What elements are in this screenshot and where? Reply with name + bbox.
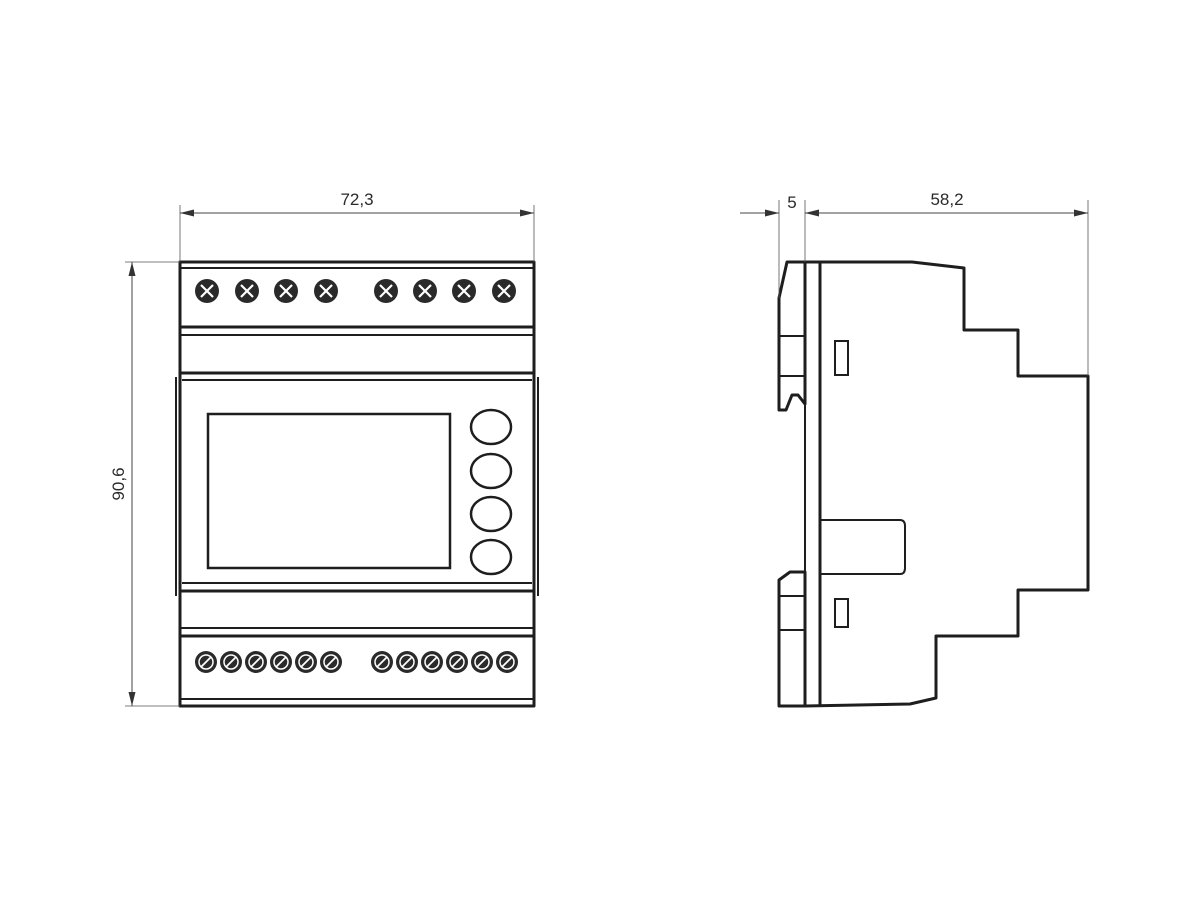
front-width-label: 72,3 [340, 190, 373, 209]
bottom-screw-terminal [471, 651, 493, 673]
front-height-label: 90,6 [109, 467, 128, 500]
front-height-dimension: 90,6 [109, 261, 180, 707]
bottom-screw-terminal [371, 651, 393, 673]
top-screw-terminal [492, 279, 516, 303]
display-window [206, 412, 452, 570]
front-panel-button [469, 408, 513, 446]
front-panel-button [469, 452, 513, 490]
bottom-screw-terminal [446, 651, 468, 673]
bottom-screw-terminals [195, 651, 518, 673]
side-depth-label: 58,2 [930, 190, 963, 209]
side-view [777, 260, 1090, 708]
front-panel-buttons [469, 408, 513, 576]
side-offset-label: 5 [787, 193, 796, 212]
bottom-screw-terminal [295, 651, 317, 673]
top-screw-terminal [235, 279, 259, 303]
side-dimensions: 5 58,2 [740, 190, 1089, 376]
top-screw-terminal [452, 279, 476, 303]
bottom-screw-terminal [195, 651, 217, 673]
top-screw-terminals [195, 279, 516, 303]
bottom-screw-terminal [320, 651, 342, 673]
top-screw-terminal [413, 279, 437, 303]
front-outline [178, 260, 536, 708]
front-panel-button [469, 495, 513, 533]
top-screw-terminal [374, 279, 398, 303]
upper-latch [834, 340, 849, 376]
bottom-screw-terminal [245, 651, 267, 673]
lower-latch [834, 598, 849, 628]
side-housing-profile [804, 260, 1090, 708]
bottom-screw-terminal [270, 651, 292, 673]
bottom-screw-terminal [220, 651, 242, 673]
front-panel-button [469, 538, 513, 576]
din-rail-clip [820, 519, 906, 575]
bottom-screw-terminal [421, 651, 443, 673]
top-screw-terminal [314, 279, 338, 303]
bottom-screw-terminal [496, 651, 518, 673]
front-width-dimension: 72,3 [179, 190, 535, 262]
front-view [175, 260, 539, 708]
top-screw-terminal [274, 279, 298, 303]
top-screw-terminal [195, 279, 219, 303]
bottom-screw-terminal [396, 651, 418, 673]
